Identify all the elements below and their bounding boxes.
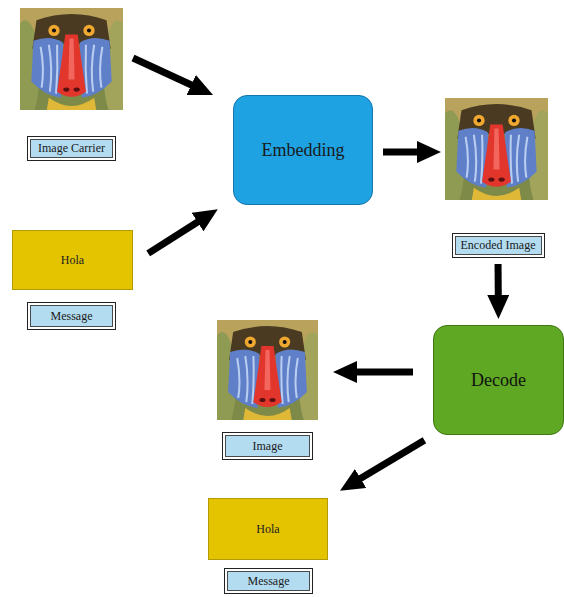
node-text: Hola	[256, 522, 279, 537]
node-text: Message	[248, 574, 290, 589]
caption-box: Message	[27, 302, 116, 330]
image-arrow	[349, 369, 413, 376]
process-box: Embedding	[233, 95, 373, 205]
flow-arrow	[495, 264, 502, 303]
node-text: Image	[253, 439, 283, 454]
caption-fill: Message	[227, 571, 310, 591]
flow-arrow	[354, 440, 425, 482]
flow-arrow	[148, 218, 204, 254]
node-text: Message	[51, 309, 93, 324]
caption-fill: Image	[225, 435, 310, 457]
image-arrow	[133, 58, 199, 88]
caption-box: Image	[222, 432, 313, 460]
encoded-image	[436, 84, 558, 213]
image-arrow	[383, 149, 425, 156]
message-box: Hola	[12, 230, 133, 290]
decoded-image	[208, 306, 327, 432]
node-text: Image Carrier	[38, 141, 105, 156]
node-text: Decode	[471, 370, 526, 391]
caption-fill: Message	[30, 305, 113, 327]
process-box: Decode	[433, 325, 564, 435]
node-text: Encoded Image	[461, 238, 536, 253]
caption-box: Image Carrier	[27, 136, 116, 161]
caption-fill: Encoded Image	[455, 236, 542, 255]
caption-box: Message	[224, 568, 313, 594]
message-box: Hola	[208, 498, 328, 560]
node-text: Hola	[61, 253, 84, 268]
carrier-image	[11, 0, 133, 122]
node-text: Embedding	[262, 140, 345, 161]
caption-fill: Image Carrier	[30, 139, 113, 158]
caption-box: Encoded Image	[452, 233, 545, 258]
